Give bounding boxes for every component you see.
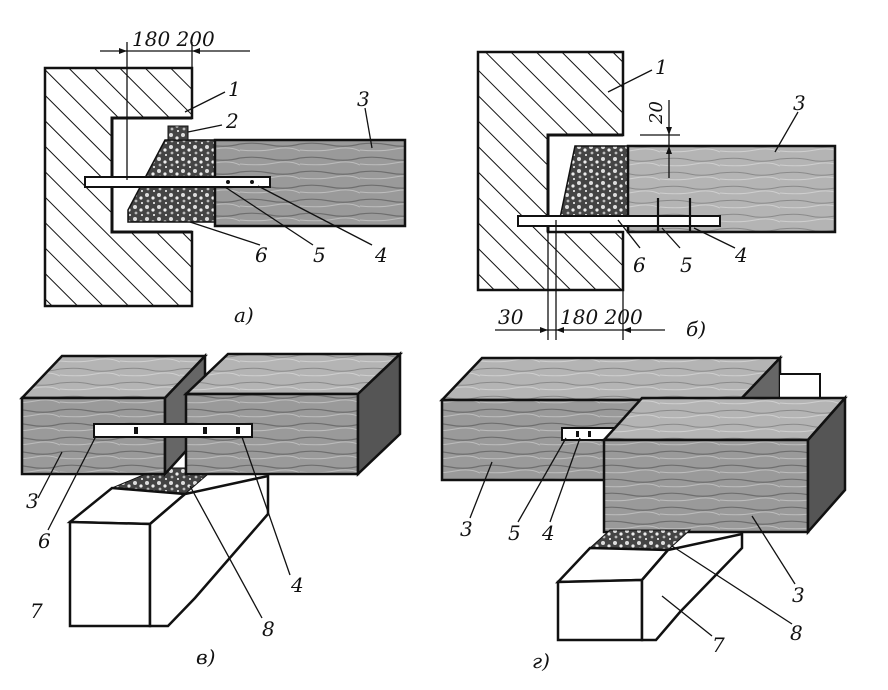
label-a-3: 3 bbox=[357, 87, 370, 111]
strip-hole-v-2 bbox=[203, 427, 207, 434]
label-v-4: 4 bbox=[290, 573, 304, 597]
label-b-5: 5 bbox=[680, 253, 693, 277]
leader-a-5 bbox=[224, 186, 314, 246]
label-b-1: 1 bbox=[655, 55, 668, 79]
leader-b-1 bbox=[607, 69, 653, 93]
label-v-8: 8 bbox=[262, 617, 275, 641]
strip-hole-g-2 bbox=[588, 431, 591, 437]
dim-label-b-180: 180 200 bbox=[560, 305, 643, 329]
label-v-7: 7 bbox=[30, 599, 43, 623]
dim-arrow-a-1 bbox=[119, 48, 127, 54]
leader-g-3a bbox=[469, 461, 493, 519]
caption-b: б) bbox=[686, 317, 706, 341]
leader-v-8 bbox=[189, 485, 263, 619]
leader-b-3 bbox=[774, 111, 799, 153]
strip-hole-v-1 bbox=[134, 427, 138, 434]
label-g-7: 7 bbox=[712, 633, 725, 657]
dim-arrow-b-3 bbox=[623, 327, 631, 333]
wall-socket-liner-b bbox=[546, 133, 623, 232]
label-g-8: 8 bbox=[790, 621, 803, 645]
label-b-4: 4 bbox=[734, 243, 748, 267]
leader-v-3 bbox=[37, 451, 63, 499]
leader-v-4 bbox=[241, 436, 291, 576]
strip-hole-g-1 bbox=[576, 431, 579, 437]
leader-a-2 bbox=[187, 124, 223, 133]
label-a-6: 6 bbox=[255, 243, 268, 267]
leader-b-4 bbox=[693, 227, 736, 249]
anchor-strip-a bbox=[84, 176, 271, 188]
label-a-4: 4 bbox=[374, 243, 388, 267]
label-v-3: 3 bbox=[26, 489, 39, 513]
leader-a-3 bbox=[364, 107, 373, 149]
nail-a-1 bbox=[226, 180, 230, 184]
post-7-side-v bbox=[148, 474, 270, 628]
label-g-4: 4 bbox=[541, 521, 555, 545]
leader-a-4 bbox=[257, 185, 373, 246]
packing-fill-b bbox=[559, 145, 629, 219]
label-g-3a: 3 bbox=[460, 517, 473, 541]
caption-g: г) bbox=[532, 649, 550, 673]
dim-label-a: 180 200 bbox=[132, 27, 215, 51]
leader-v-6 bbox=[47, 435, 97, 531]
beam-front-side-g bbox=[806, 394, 847, 536]
wall-socket-liner-a bbox=[110, 116, 192, 234]
dim-label-b-30: 30 bbox=[498, 305, 524, 329]
label-b-6: 6 bbox=[633, 253, 646, 277]
leader-g-5 bbox=[517, 437, 567, 523]
nail-a-2 bbox=[250, 180, 254, 184]
label-a-1: 1 bbox=[228, 77, 241, 101]
beam-back-top-g bbox=[439, 356, 783, 402]
figure-g: 3 5 4 3 7 8 г) bbox=[439, 354, 848, 673]
label-a-5: 5 bbox=[313, 243, 326, 267]
caption-a: а) bbox=[234, 303, 254, 327]
label-b-20: 20 bbox=[646, 101, 667, 125]
post-7-side-g bbox=[640, 532, 744, 642]
dim20-arrow-2 bbox=[666, 146, 672, 154]
beam-front-front-g bbox=[602, 438, 810, 534]
leader-b-6 bbox=[617, 219, 641, 249]
anchor-strip-v bbox=[93, 423, 253, 438]
leader-g-4 bbox=[549, 437, 581, 523]
post-7-front-g bbox=[556, 578, 644, 642]
leader-a-6 bbox=[189, 221, 261, 246]
leader-g-7 bbox=[661, 595, 713, 637]
strip-hole-v-3 bbox=[236, 427, 240, 434]
label-b-3: 3 bbox=[793, 91, 806, 115]
figure-v: 3 6 4 7 8 в) bbox=[19, 351, 404, 669]
figure-b: 1 20 3 6 5 4 30 180 200 б) bbox=[476, 50, 837, 341]
leader-g-8 bbox=[671, 545, 793, 625]
beam-back-end-bracket-g bbox=[780, 373, 821, 399]
insert-2-a bbox=[167, 125, 189, 141]
label-g-5: 5 bbox=[508, 521, 521, 545]
beam-right-side-v bbox=[356, 351, 402, 477]
label-a-2: 2 bbox=[225, 109, 239, 133]
caption-v: в) bbox=[196, 645, 215, 669]
beam-front-top-g bbox=[601, 396, 848, 442]
dim-arrow-b-2 bbox=[556, 327, 564, 333]
dim20-arrow-1 bbox=[666, 127, 672, 135]
dim-arrow-a-2 bbox=[192, 48, 200, 54]
leader-g-3b bbox=[751, 515, 796, 585]
leader-b-5 bbox=[661, 227, 681, 249]
figure-a: 180 200 1 2 3 6 5 4 а) bbox=[43, 27, 407, 327]
dim-arrow-b-1 bbox=[540, 327, 548, 333]
leader-a-1 bbox=[184, 91, 226, 113]
label-v-6: 6 bbox=[38, 529, 51, 553]
label-g-3b: 3 bbox=[792, 583, 805, 607]
post-7-front-v bbox=[68, 520, 152, 628]
